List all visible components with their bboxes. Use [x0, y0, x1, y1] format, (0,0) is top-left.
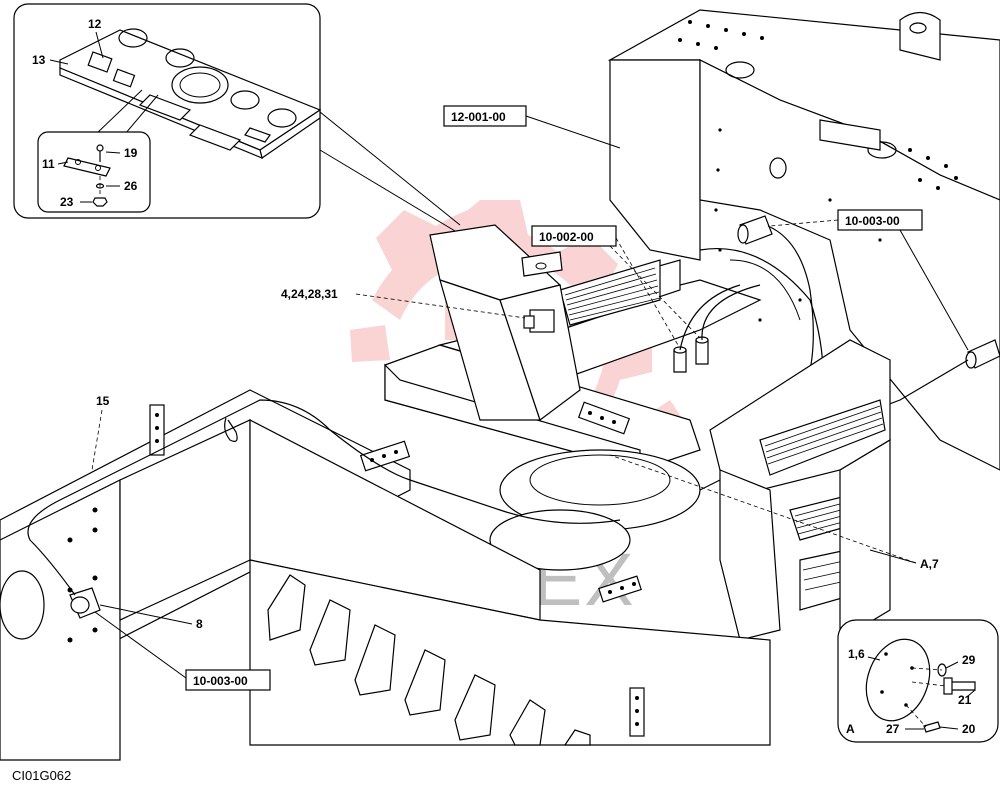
label-27: 27: [886, 722, 900, 736]
svg-text:10-003-00: 10-003-00: [845, 214, 900, 228]
sensor-cylinder-right: [965, 339, 1000, 369]
label-13: 13: [32, 53, 46, 67]
svg-text:12-001-00: 12-001-00: [451, 110, 506, 124]
label-20: 20: [962, 722, 976, 736]
leader: [94, 611, 187, 679]
ref-box-10-002-00: 10-002-00: [531, 225, 617, 247]
ref-box-10-003-00-bottom: 10-003-00: [185, 669, 271, 691]
label-a: A: [846, 722, 855, 736]
callout-leader: [319, 149, 471, 241]
label-8: 8: [196, 617, 203, 631]
cable-harness: [27, 399, 621, 596]
detail-a-callout: [837, 619, 999, 743]
label-21: 21: [958, 693, 972, 707]
lower-frame: [0, 389, 771, 761]
leader: [769, 219, 839, 227]
ref-box-12-001-00: 12-001-00: [443, 105, 527, 127]
label-26: 26: [124, 179, 138, 193]
leader: [525, 115, 621, 149]
sensor-8: [69, 587, 101, 619]
terminal-post: [629, 687, 645, 737]
sensor-cylinder-top: [737, 215, 773, 245]
label-11: 11: [42, 157, 55, 171]
platform-structure: [384, 224, 762, 571]
access-steps: [709, 339, 891, 642]
label-4-24-28-31: 4,24,28,31: [281, 287, 338, 301]
label-a-7: A,7: [920, 557, 939, 571]
label-12: 12: [88, 17, 102, 31]
label-19: 19: [124, 146, 138, 160]
svg-text:10-002-00: 10-002-00: [539, 230, 594, 244]
leader: [899, 229, 969, 351]
detail-panel-callout: [13, 3, 322, 219]
leader: [609, 245, 701, 339]
terminal-block: [598, 575, 642, 603]
terminal-post: [149, 404, 165, 456]
svg-text:10-003-00: 10-003-00: [193, 674, 248, 688]
machine-frame: [607, 9, 1000, 471]
terminal-block: [359, 440, 411, 472]
callout-leader: [319, 111, 461, 226]
label-15: 15: [96, 394, 110, 408]
label-29: 29: [962, 653, 976, 667]
ref-box-10-003-00-top: 10-003-00: [837, 209, 923, 231]
label-23: 23: [60, 195, 74, 209]
drawing-code: CI01G062: [12, 768, 72, 783]
label-1-6: 1,6: [848, 647, 865, 661]
